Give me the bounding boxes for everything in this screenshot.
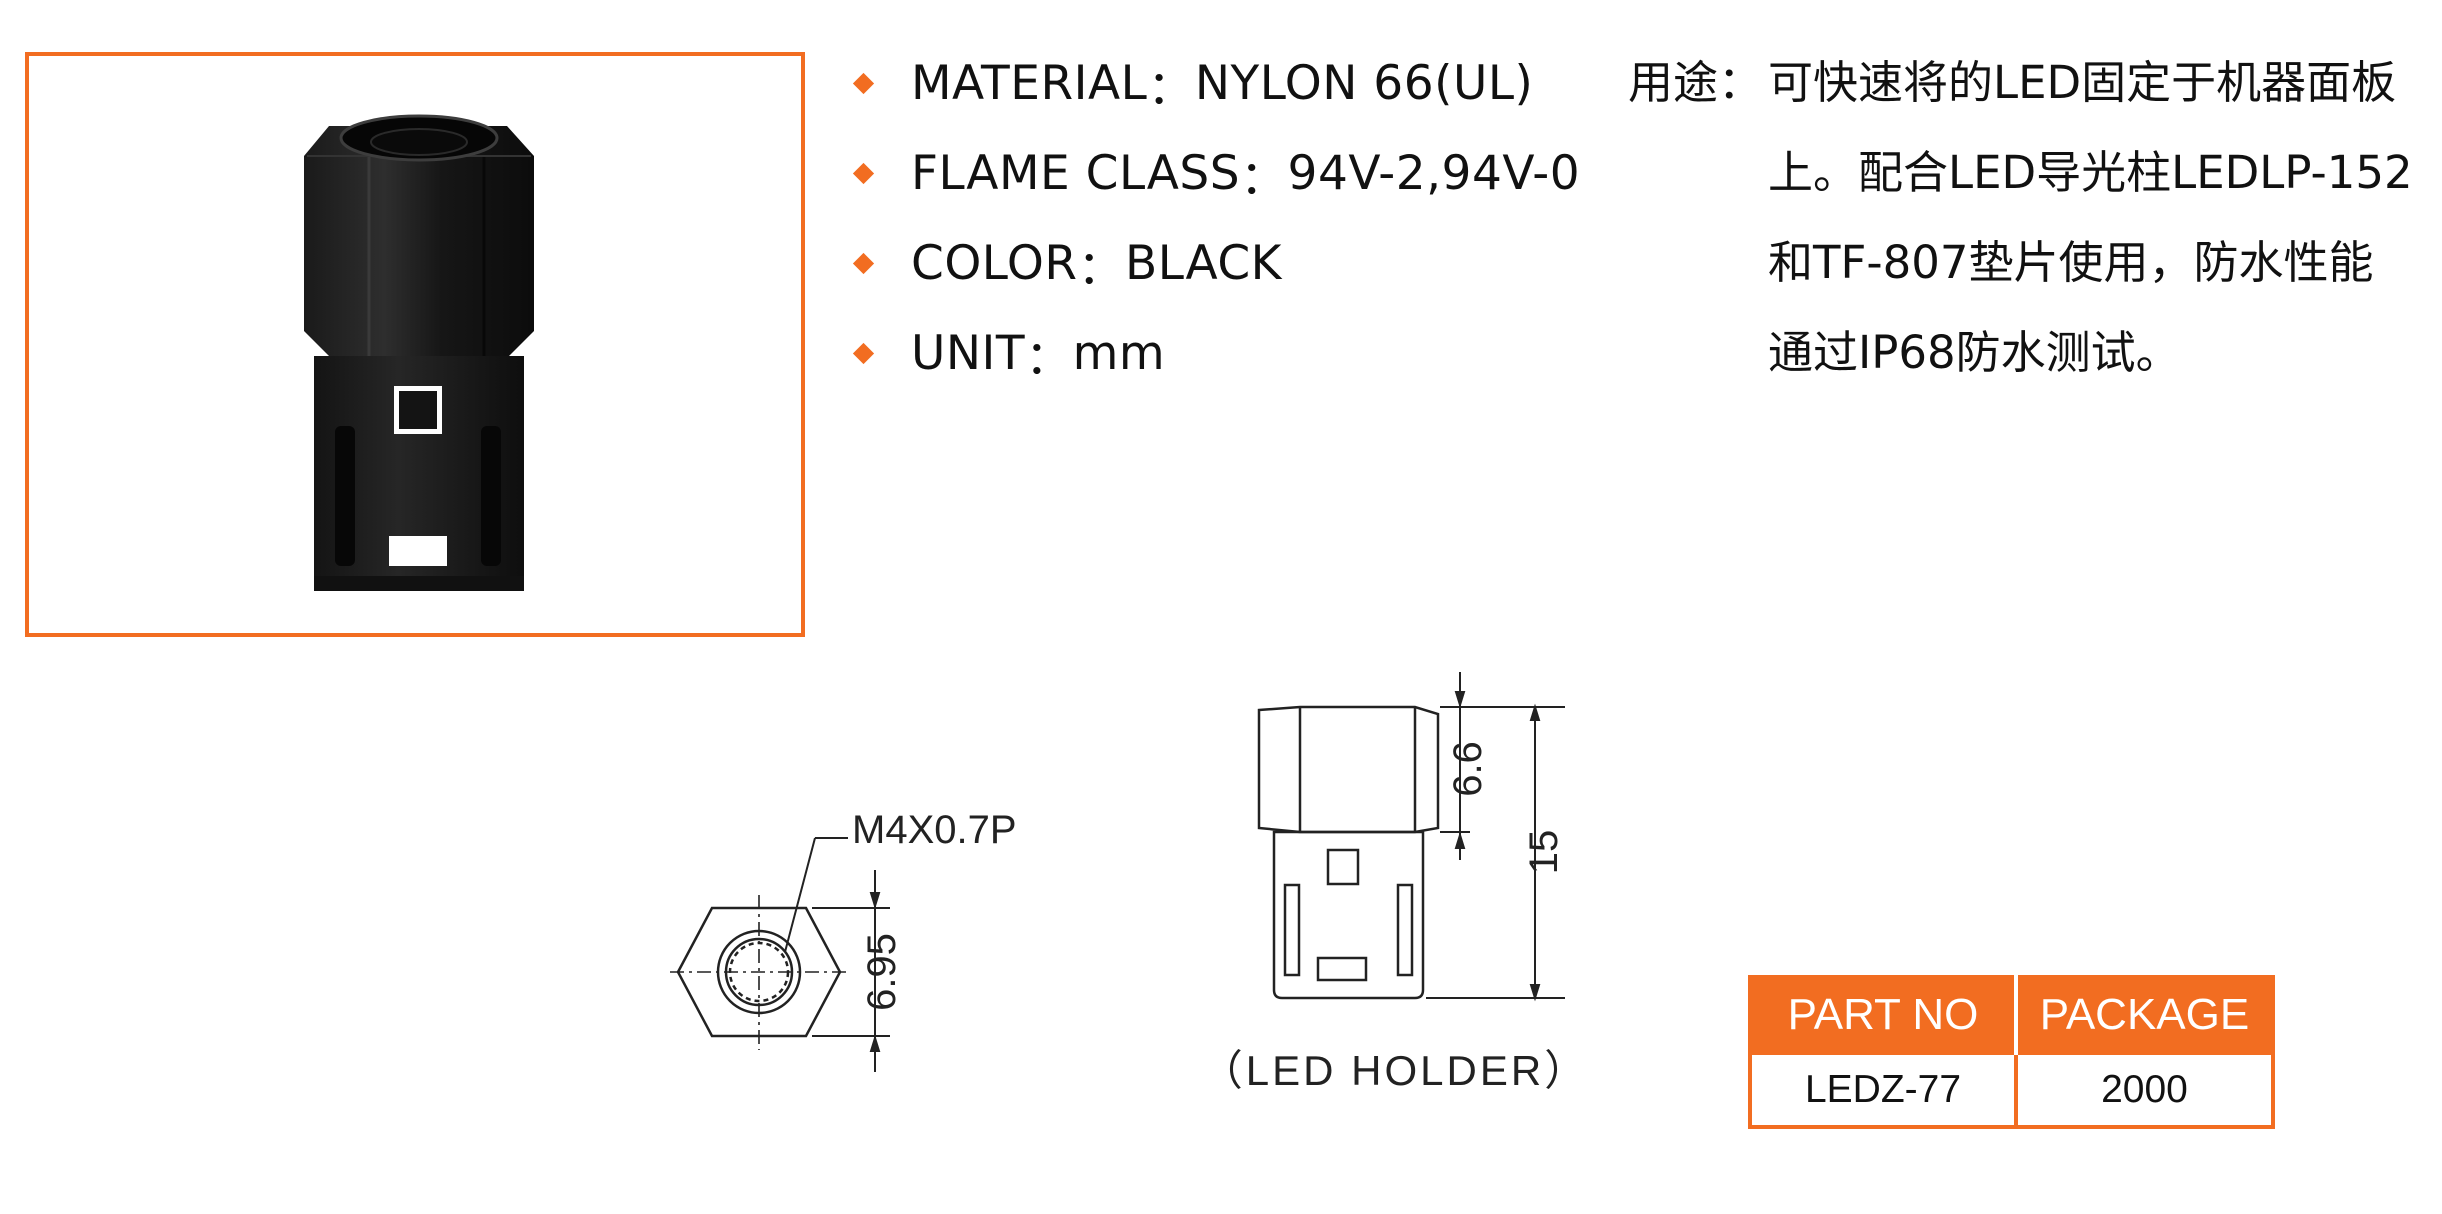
spec-label: COLOR [911,235,1078,291]
spec-item: UNIT ： mm [850,308,1580,398]
spec-value: BLACK [1124,235,1282,291]
spec-value: 94V-2,94V-0 [1287,145,1581,201]
spec-label: MATERIAL [911,55,1148,111]
top-view-hex [670,895,850,1050]
table-row: LEDZ-77 2000 [1748,1051,2275,1129]
spec-label: UNIT [911,325,1026,381]
usage-line: 通过IP68防水测试。 [1768,326,2181,379]
usage-label: 用途： [1628,56,1764,109]
side-view-holder [1257,705,1440,1000]
drawing-caption: （LED HOLDER） [1201,1047,1589,1094]
table-header-row: PART NO PACKAGE [1750,977,2273,1053]
usage-line: 上。配合LED导光柱LEDLP-152 [1768,146,2413,199]
product-photo-frame [25,52,805,637]
usage-line: 可快速将的LED固定于机器面板 [1768,56,2397,109]
part-table: PART NO PACKAGE LEDZ-77 2000 [1748,975,2275,1129]
spec-value: NYLON 66(UL) [1194,55,1534,111]
spec-separator: ： [1240,150,1288,206]
thread-label: M4X0.7P [852,808,1017,852]
dim-total-height-label: 15 [1522,830,1566,875]
dim-hex-height-label: 6.6 [1446,741,1490,797]
spec-separator: ： [1077,240,1125,296]
led-holder-photo [304,114,534,591]
spec-separator: ： [1025,330,1073,386]
usage-line: 和TF-807垫片使用，防水性能 [1768,236,2374,289]
cell-package: 2000 [2014,1051,2275,1129]
spec-item: MATERIAL ： NYLON 66(UL) [850,38,1580,128]
column-header-part-no: PART NO [1750,977,2016,1053]
dim-hex-width [812,870,890,1072]
spec-list: MATERIAL ： NYLON 66(UL) FLAME CLASS ： 94… [850,38,1580,398]
column-header-package: PACKAGE [2014,977,2273,1053]
dim-hex-height [1440,672,1565,860]
dim-hex-width-label: 6.95 [860,933,904,1011]
spec-item: COLOR ： BLACK [850,218,1580,308]
cell-part-no: LEDZ-77 [1748,1051,2018,1129]
spec-value: mm [1072,325,1166,381]
usage-text: 可快速将的LED固定于机器面板 上。配合LED导光柱LEDLP-152 和TF-… [1768,38,2413,398]
spec-label: FLAME CLASS [911,145,1241,201]
thread-leader [784,837,848,953]
spec-item: FLAME CLASS ： 94V-2,94V-0 [850,128,1580,218]
dim-total-height [1426,703,1565,1002]
spec-separator: ： [1147,60,1195,116]
